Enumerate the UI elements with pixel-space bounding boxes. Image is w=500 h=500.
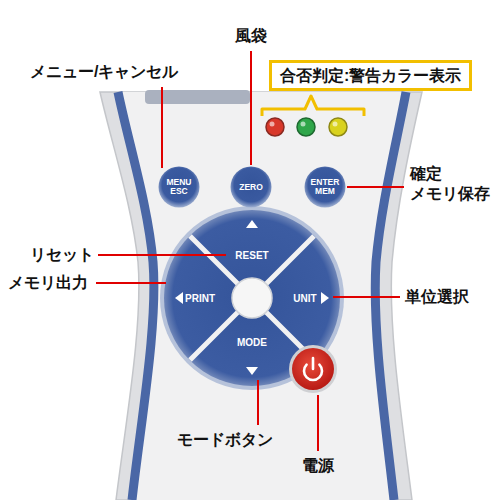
zero-button: ZERO bbox=[230, 166, 272, 208]
button-circle bbox=[305, 167, 346, 208]
leader-line bbox=[161, 87, 163, 168]
button-circle bbox=[231, 167, 272, 208]
button-text: MODE bbox=[237, 337, 267, 348]
leader-line bbox=[333, 296, 400, 298]
arrow-down bbox=[246, 367, 258, 375]
box-text: 合否判定:警告カラー表示 bbox=[280, 67, 461, 84]
callout-label: 単位選択 bbox=[405, 287, 469, 307]
callout-label: リセット bbox=[30, 245, 94, 265]
button-text: ENTER MEM bbox=[310, 178, 340, 196]
reset-key: RESET bbox=[224, 245, 280, 265]
enter-button: ENTER MEM bbox=[304, 166, 346, 208]
bracket bbox=[262, 96, 364, 116]
leader-line bbox=[96, 282, 166, 284]
housing bbox=[100, 92, 422, 500]
unit-key: UNIT bbox=[277, 288, 333, 308]
button-text: PRINT bbox=[185, 293, 215, 304]
pad-center bbox=[232, 278, 272, 318]
led-shine bbox=[333, 122, 338, 127]
leader-line bbox=[317, 395, 319, 451]
print-key: PRINT bbox=[172, 288, 228, 308]
arrow-left bbox=[175, 292, 183, 304]
led-yellow bbox=[329, 118, 347, 136]
pad-rim bbox=[160, 206, 344, 390]
power-button bbox=[292, 348, 334, 390]
button-text: MENU ESC bbox=[164, 178, 194, 196]
button-text: ZERO bbox=[236, 183, 266, 192]
button-circle bbox=[159, 167, 200, 208]
mode-key: MODE bbox=[224, 332, 280, 352]
judgement-box: 合否判定:警告カラー表示 bbox=[269, 60, 472, 91]
button-text: UNIT bbox=[293, 293, 316, 304]
callout-label: 電源 bbox=[302, 456, 334, 476]
power-symbol bbox=[304, 358, 322, 380]
arrow-right bbox=[321, 292, 329, 304]
led-shine bbox=[270, 122, 275, 127]
callout-label: 確定 メモリ保存 bbox=[410, 164, 496, 204]
leader-line bbox=[257, 380, 259, 425]
led-shine bbox=[301, 122, 306, 127]
button-text: RESET bbox=[235, 250, 268, 261]
callout-label: メモリ出力 bbox=[8, 273, 88, 293]
led-red bbox=[266, 118, 284, 136]
callout-label: モードボタン bbox=[177, 430, 273, 450]
arrow-up bbox=[246, 220, 258, 228]
display-window bbox=[145, 90, 250, 104]
power-rim bbox=[289, 345, 337, 393]
leader-lines bbox=[96, 51, 404, 451]
leader-line bbox=[98, 254, 226, 256]
face-border-left bbox=[118, 92, 154, 500]
leader-line bbox=[347, 186, 404, 188]
leader-line bbox=[250, 51, 252, 165]
led-green bbox=[297, 118, 315, 136]
direction-pad bbox=[164, 210, 340, 386]
callout-label: メニュー/キャンセル bbox=[30, 62, 178, 82]
callout-label: 風袋 bbox=[235, 26, 267, 46]
menu-button: MENU ESC bbox=[158, 166, 200, 208]
